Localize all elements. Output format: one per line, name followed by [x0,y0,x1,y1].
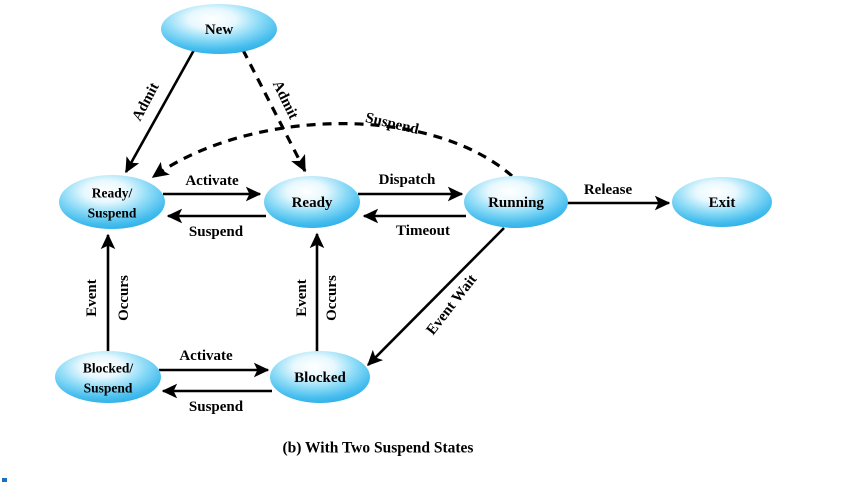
node-ready-suspend-shape[interactable] [59,175,165,229]
figure-caption: (b) With Two Suspend States [283,440,474,457]
node-ready-suspend[interactable]: Ready/ Suspend [59,175,165,229]
node-ready-label: Ready [292,195,333,211]
edge-label-release: Release [584,182,633,198]
node-new-label: New [205,22,233,38]
edge-label-timeout: Timeout [396,223,450,239]
node-blocked-suspend-label-line1: Blocked/ [83,361,134,376]
edge-label-admit-right: Admit [269,78,301,122]
node-exit-label: Exit [709,195,736,211]
node-ready-suspend-label-line2: Suspend [88,206,137,221]
corner-artifact-pixel [2,478,7,482]
edge-new-to-ready-suspend [124,49,196,174]
edge-label-event-middle: Event [294,279,310,317]
node-running[interactable]: Running [464,176,568,228]
edge-label-dispatch: Dispatch [379,172,436,188]
edge-label-occurs-middle: Occurs [324,275,340,321]
edge-label-event-left: Event [84,279,100,317]
edge-label-suspend-ready: Suspend [189,224,244,240]
node-blocked-suspend-shape[interactable] [55,351,161,403]
edge-running-to-blocked [367,227,505,366]
edge-label-occurs-left: Occurs [116,275,132,321]
node-blocked-suspend[interactable]: Blocked/ Suspend [55,351,161,403]
node-new-shape[interactable] [161,4,277,54]
node-ready-suspend-label-line1: Ready/ [92,186,133,201]
edge-new-to-ready [241,49,307,173]
node-blocked-label: Blocked [294,370,346,386]
node-running-label: Running [488,195,544,211]
edge-running-to-ready-suspend [151,122,514,179]
node-blocked[interactable]: Blocked [270,351,370,403]
node-layer: New Ready/ Suspend Ready Running Exit [55,4,772,403]
node-exit[interactable]: Exit [672,177,772,227]
node-blocked-shape[interactable] [270,351,370,403]
edge-label-suspend-top: Suspend [364,110,421,138]
node-ready[interactable]: Ready [264,176,360,228]
edge-layer [100,49,671,399]
edge-label-suspend-blocked: Suspend [189,399,244,415]
edge-label-activate-bottom: Activate [179,348,233,364]
node-blocked-suspend-label-line2: Suspend [84,381,133,396]
node-ready-shape[interactable] [264,176,360,228]
node-new[interactable]: New [161,4,277,54]
node-running-shape[interactable] [464,176,568,228]
node-exit-shape[interactable] [672,177,772,227]
edge-label-activate-top: Activate [185,173,239,189]
